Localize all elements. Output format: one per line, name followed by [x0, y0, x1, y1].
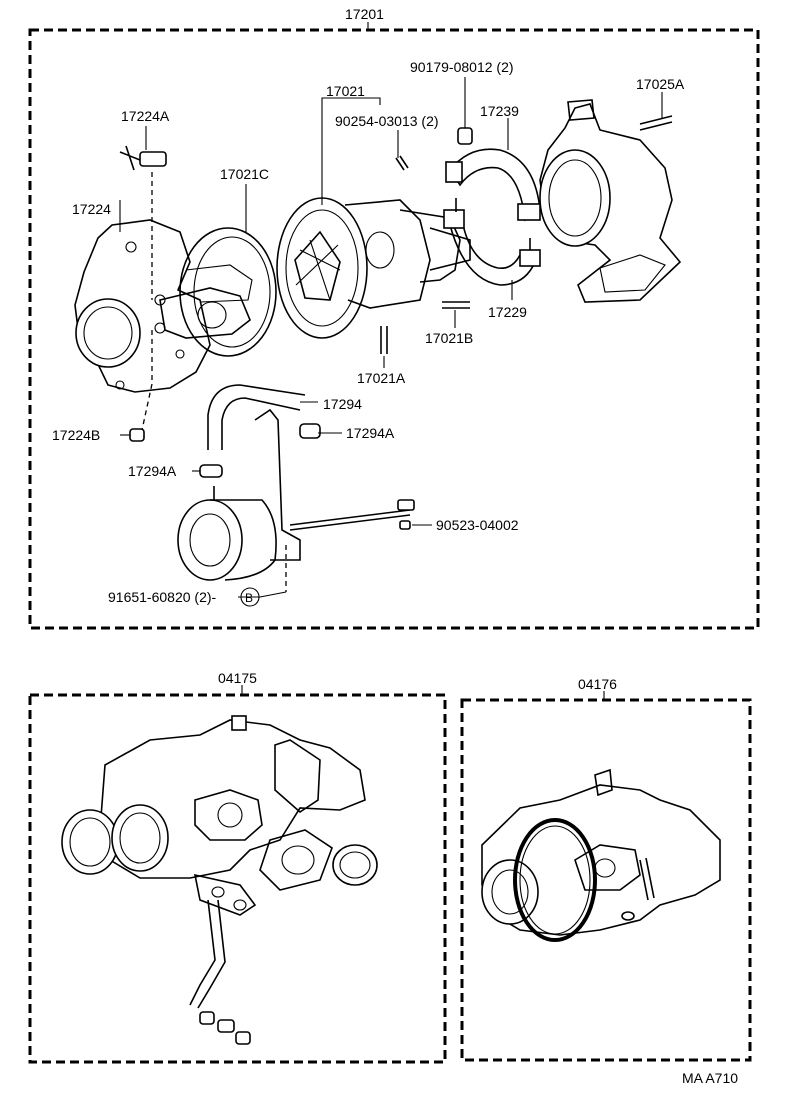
turbine-housing: [539, 99, 682, 303]
label-17021C: 17021C: [220, 166, 269, 182]
leader-lines: [119, 77, 663, 598]
label-17294: 17294: [323, 396, 362, 412]
subassembly-04175-number: 04175: [218, 670, 257, 686]
label-17239: 17239: [480, 103, 519, 119]
label-17025A: 17025A: [636, 76, 685, 92]
assembly-17201-number: 17201: [345, 6, 384, 22]
vacuum-hose-17294: [199, 384, 321, 478]
center-housing-17021: [276, 197, 471, 339]
circle-b-letter: B: [245, 591, 253, 605]
figure-code: MA A710: [682, 1070, 738, 1086]
fasteners: [119, 115, 673, 442]
circle-b-marker: [240, 587, 260, 607]
label-17021B: 17021B: [425, 330, 473, 346]
v-band-clamp-17229: [443, 198, 541, 286]
label-17229: 17229: [488, 304, 527, 320]
label-17021: 17021: [326, 83, 365, 99]
label-17224: 17224: [72, 201, 111, 217]
subassembly-04176-number: 04176: [578, 676, 617, 692]
v-band-clamp-17239: [445, 148, 541, 222]
label-17294A-left: 17294A: [128, 463, 177, 479]
label-17294A-right: 17294A: [346, 425, 395, 441]
label-17021A: 17021A: [357, 370, 406, 386]
label-91651-60820: 91651-60820 (2)-: [108, 589, 217, 605]
label-17224B: 17224B: [52, 427, 100, 443]
label-90254-03013: 90254-03013 (2): [335, 113, 439, 129]
label-90179-08012: 90179-08012 (2): [410, 59, 514, 75]
back-plate-gasket-17021C: [179, 227, 277, 357]
turbocharger-assembly-04176: [481, 768, 721, 942]
compressor-housing-17224: [74, 219, 251, 393]
wastegate-actuator: [177, 408, 415, 592]
subassembly-04176-frame: [460, 698, 752, 1062]
label-90523-04002: 90523-04002: [436, 517, 519, 533]
label-17224A: 17224A: [121, 108, 170, 124]
subassembly-04175-frame: [28, 693, 447, 1064]
turbocharger-assembly-04175: [61, 715, 378, 1045]
